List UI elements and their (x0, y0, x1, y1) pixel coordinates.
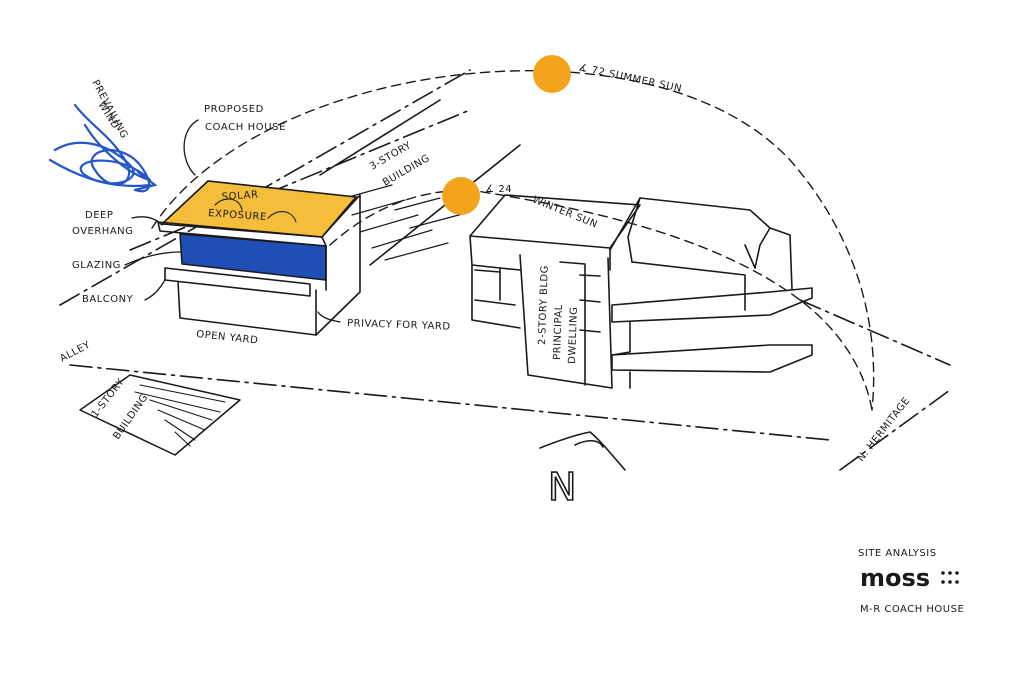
title-line1: SITE ANALYSIS (858, 548, 937, 559)
glazing-label: GLAZING (72, 260, 121, 271)
winter-sun-path (329, 189, 873, 411)
two-story-line1: 2-STORY BLDG (537, 265, 551, 345)
coach-house-title-line1: PROPOSED (204, 104, 264, 115)
sun-path-arcs (151, 70, 875, 411)
logo-dots-icon (941, 571, 959, 584)
winter-sun-angle: ∡ 24 (485, 184, 512, 195)
summer-sun-label: ∡ 72 SUMMER SUN (577, 62, 683, 95)
prevailing-wind-icon (48, 103, 158, 193)
title-line3: M-R COACH HOUSE (860, 604, 964, 615)
summer-sun-icon (533, 55, 571, 93)
street-label: N. HERMITAGE (856, 395, 913, 463)
summer-sun-path (151, 70, 875, 411)
title-logo: moss (860, 564, 930, 592)
deep-overhang-line1: DEEP (85, 210, 113, 221)
solar-roof (160, 180, 358, 238)
solar-roof-label-line1: SOLAR (221, 189, 258, 203)
glazing-band (179, 233, 327, 281)
solar-roof-label-line2: EXPOSURE (208, 208, 267, 223)
title-block: SITE ANALYSIS moss M-R COACH HOUSE (858, 548, 964, 615)
open-yard-label: OPEN YARD (196, 329, 259, 346)
coach-house-title-line2: COACH HOUSE (205, 122, 286, 133)
alley-label: ALLEY (58, 339, 93, 364)
one-story-building (79, 374, 241, 456)
two-story-line3: DWELLING (567, 307, 580, 365)
property-lines (59, 69, 951, 471)
leader-lines (124, 119, 341, 323)
principal-dwelling (469, 194, 813, 389)
three-story-building (319, 99, 521, 266)
two-story-line2: PRINCIPAL (552, 304, 565, 360)
one-story-line1: 1-STORY (90, 376, 127, 419)
north-arrow-icon (539, 431, 626, 471)
coach-house-block (157, 180, 361, 336)
balcony-label: BALCONY (82, 294, 134, 305)
winter-sun-icon (442, 177, 480, 215)
privacy-label: PRIVACY FOR YARD (347, 318, 451, 333)
north-label: N (548, 465, 576, 509)
deep-overhang-line2: OVERHANG (72, 226, 133, 237)
